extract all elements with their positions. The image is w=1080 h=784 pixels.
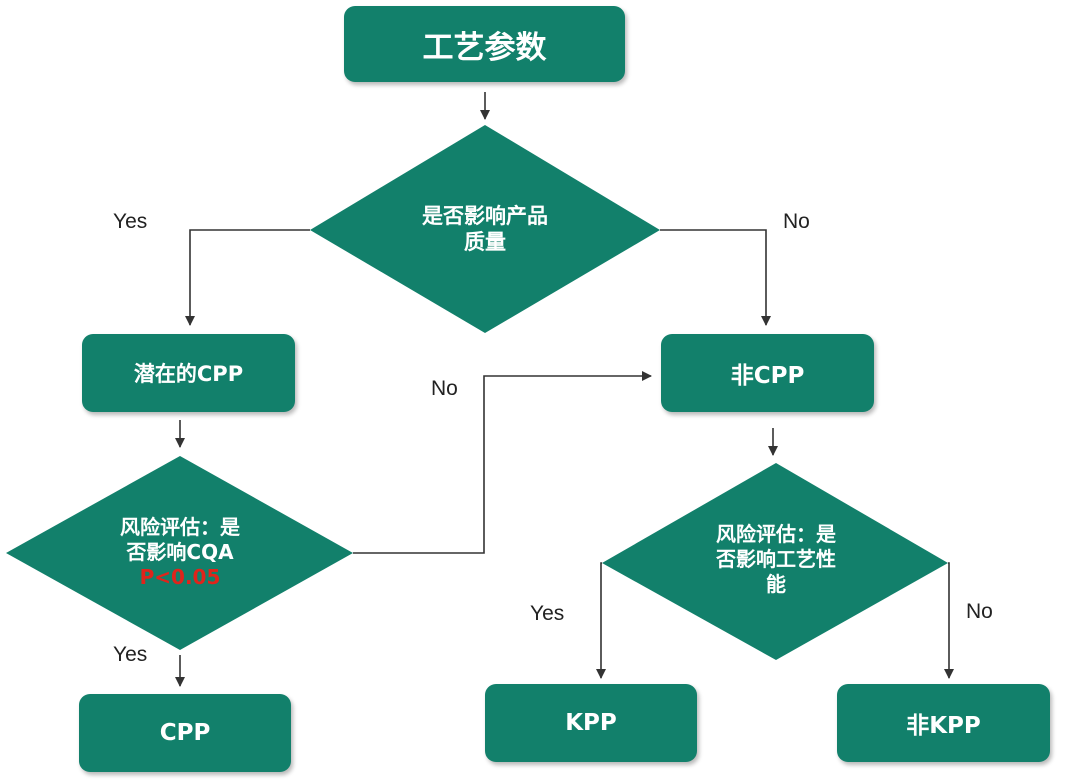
node-potential-cpp-label: 潜在的CPP — [133, 362, 244, 386]
node-cpp: CPP — [79, 694, 291, 772]
node-process-parameters-label: 工艺参数 — [422, 29, 547, 66]
arrow-risk-cqa-no-to-non-cpp — [353, 371, 652, 554]
decision-quality-label: 是否影响产品 质量 — [385, 203, 585, 256]
risk-process-diamond — [602, 463, 948, 660]
decision-quality-line-2: 质量 — [464, 230, 506, 255]
node-kpp-label: KPP — [565, 710, 617, 736]
node-cpp-label: CPP — [159, 720, 211, 746]
label-no-cqa: No — [431, 377, 458, 400]
arrow-risk-process-yes-to-kpp — [596, 562, 606, 679]
risk-process-line-3: 能 — [766, 572, 786, 596]
label-no-quality: No — [783, 210, 810, 233]
risk-cqa-diamond — [6, 456, 353, 650]
decision-quality-line-1: 是否影响产品 — [422, 204, 548, 228]
arrow-yes-to-potential-cpp — [185, 229, 310, 326]
risk-process-line-1: 风险评估：是 — [716, 522, 836, 546]
risk-cqa-line-2: 否影响CQA — [126, 540, 234, 564]
arrow-no-to-non-cpp — [660, 229, 771, 326]
risk-process-label: 风险评估：是 否影响工艺性 能 — [676, 522, 876, 597]
risk-process-line-2: 否影响工艺性 — [716, 547, 836, 571]
p-value-threshold: P<0.05 — [139, 565, 221, 589]
label-yes-quality: Yes — [113, 210, 148, 233]
label-yes-cqa: Yes — [113, 643, 148, 666]
node-non-cpp: 非CPP — [661, 334, 874, 412]
label-no-process: No — [966, 600, 993, 623]
arrow-risk-process-no-to-non-kpp — [944, 562, 954, 679]
risk-cqa-line-1: 风险评估：是 — [120, 515, 240, 539]
risk-cqa-label: 风险评估：是 否影响CQA P<0.05 — [80, 515, 280, 590]
node-non-cpp-label: 非CPP — [730, 363, 805, 389]
node-potential-cpp: 潜在的CPP — [82, 334, 295, 412]
node-non-kpp-label: 非KPP — [906, 713, 981, 739]
decision-quality-diamond — [310, 125, 660, 333]
node-process-parameters: 工艺参数 — [344, 6, 625, 82]
node-kpp: KPP — [485, 684, 697, 762]
label-yes-process: Yes — [530, 602, 565, 625]
node-non-kpp: 非KPP — [837, 684, 1050, 762]
